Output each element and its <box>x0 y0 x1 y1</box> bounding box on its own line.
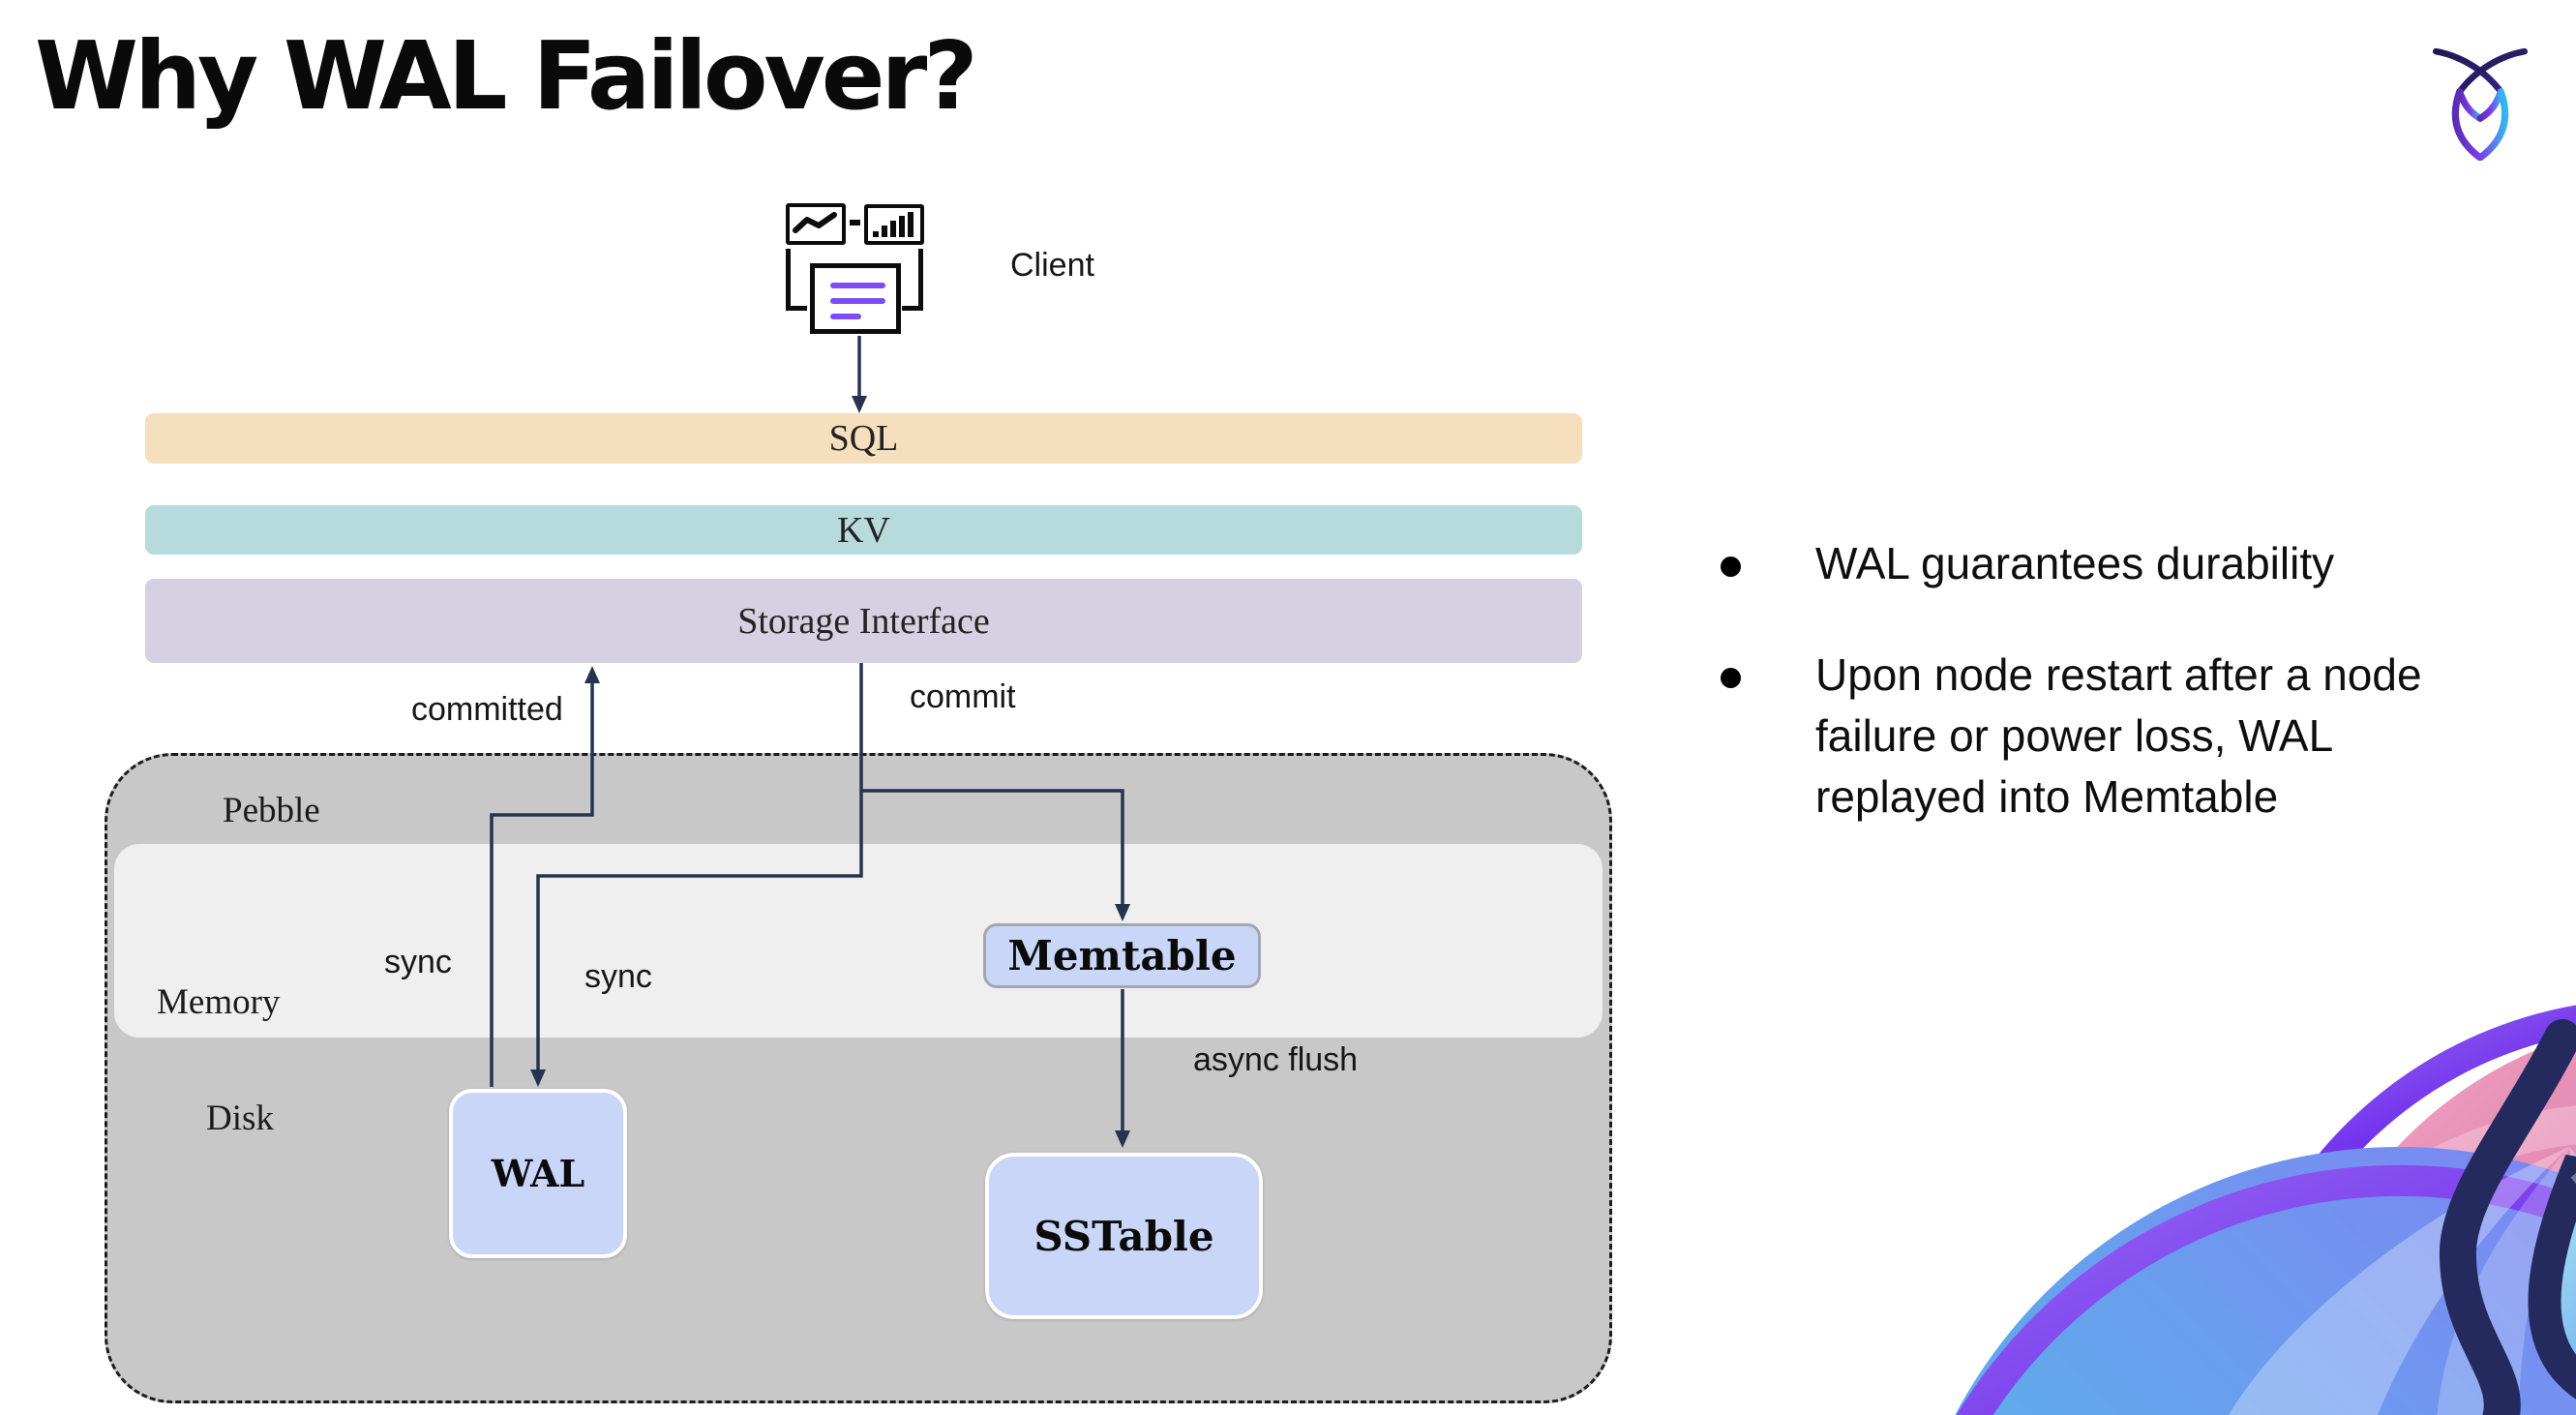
bullet-item-1: WAL guarantees durability <box>1815 538 2335 588</box>
edge-label-sync-left: sync <box>384 944 452 980</box>
arrowhead-client-sql <box>852 396 867 413</box>
layer-sql: SQL <box>145 413 1582 464</box>
bracket-left-icon <box>786 249 807 311</box>
document-icon <box>810 263 901 334</box>
layer-storage-label: Storage Interface <box>737 600 990 642</box>
memory-label: Memory <box>157 982 281 1022</box>
sstable-node-label: SSTable <box>1033 1212 1214 1260</box>
bullet-item-2: Upon node restart after a node failure o… <box>1815 649 2422 822</box>
bracket-right-icon <box>902 249 923 311</box>
sstable-node: SSTable <box>985 1153 1263 1319</box>
layer-kv-label: KV <box>837 509 890 551</box>
memory-band <box>114 844 1603 1038</box>
cockroachdb-logo-icon <box>2431 43 2530 161</box>
memtable-node-label: Memtable <box>1007 932 1237 979</box>
dash-connector <box>850 220 860 226</box>
brand-art-decoration <box>1899 931 2576 1415</box>
edge-label-async-flush: async flush <box>1193 1041 1359 1078</box>
client-label: Client <box>1010 247 1094 284</box>
page-title: Why WAL Failover? <box>35 21 978 131</box>
arrowhead-committed <box>584 666 600 683</box>
edge-label-committed: committed <box>411 691 563 728</box>
wal-node: WAL <box>449 1089 627 1258</box>
line-chart-icon <box>786 203 846 245</box>
memtable-node: Memtable <box>983 923 1261 988</box>
disk-label: Disk <box>206 1099 274 1138</box>
edge-label-commit: commit <box>910 678 1016 715</box>
wal-node-label: WAL <box>491 1152 585 1195</box>
bar-chart-icon <box>864 204 924 245</box>
layer-kv: KV <box>145 505 1582 555</box>
bullet-dot-1 <box>1721 557 1741 577</box>
pebble-label: Pebble <box>223 791 320 830</box>
edge-label-sync-right: sync <box>584 958 652 995</box>
layer-storage-interface: Storage Interface <box>145 579 1582 663</box>
layer-sql-label: SQL <box>828 418 899 459</box>
bullet-dot-2 <box>1721 668 1741 688</box>
